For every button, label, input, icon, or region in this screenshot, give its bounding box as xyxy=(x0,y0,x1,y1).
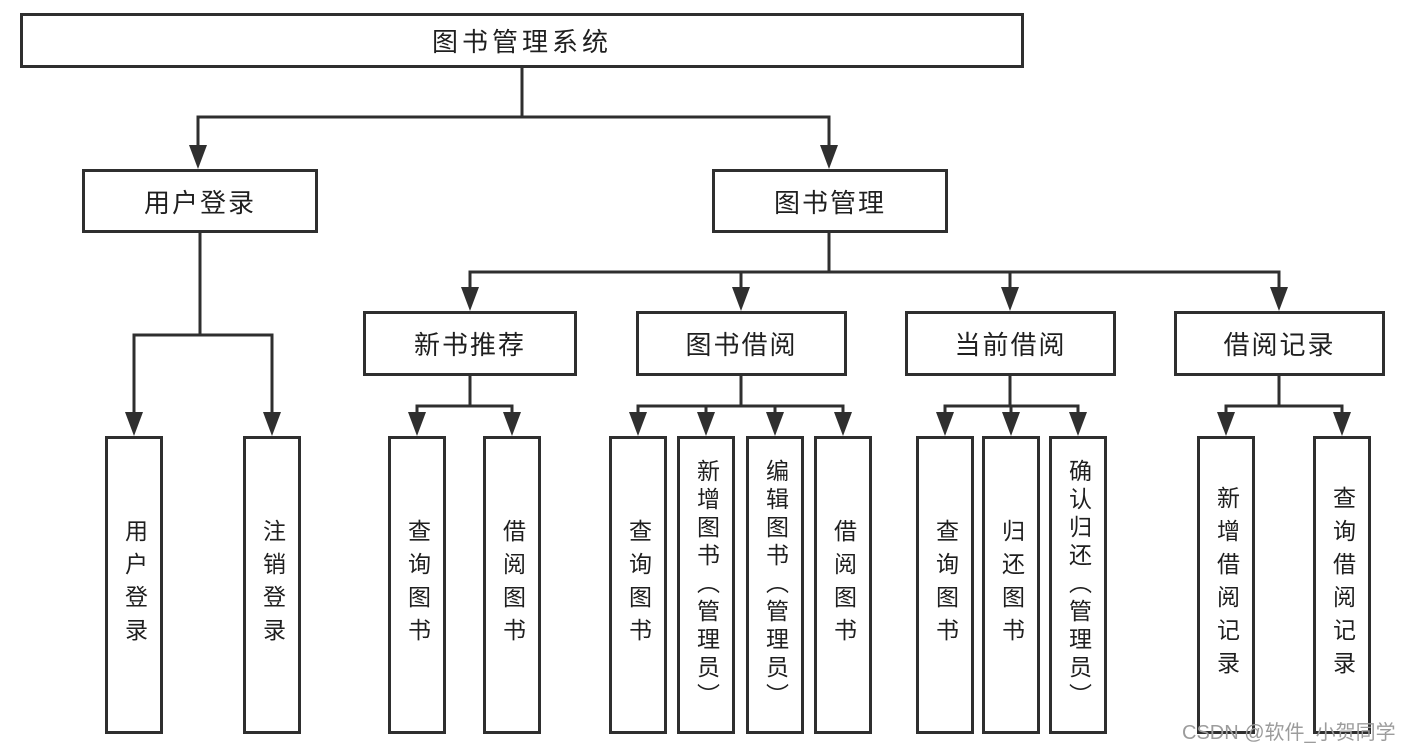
node-book-borrow-label: 图书借阅 xyxy=(685,330,798,360)
node-current-borrow-label: 当前借阅 xyxy=(954,330,1067,360)
leaf-edit-books-admin: 编辑图书（管理员） xyxy=(746,436,804,734)
leaf-borrow-books: 借阅图书 xyxy=(814,436,872,734)
leaf-user-login-label: 用户登录 xyxy=(121,519,148,651)
leaf-add-borrow-record: 新增借阅记录 xyxy=(1197,436,1255,734)
leaf-borrow-books-recommend-label: 借阅图书 xyxy=(499,519,526,651)
leaf-confirm-return-admin: 确认归还（管理员） xyxy=(1049,436,1107,734)
node-new-book-recommend-label: 新书推荐 xyxy=(413,330,526,360)
leaf-query-books-current-label: 查询图书 xyxy=(932,519,959,651)
leaf-add-books-admin: 新增图书（管理员） xyxy=(677,436,735,734)
node-root-label: 图书管理系统 xyxy=(431,27,612,57)
node-book-management: 图书管理 xyxy=(712,169,948,233)
leaf-logout: 注销登录 xyxy=(243,436,301,734)
watermark-text: CSDN @软件_小贺同学 xyxy=(1182,722,1396,744)
leaf-confirm-return-admin-label: 确认归还（管理员） xyxy=(1065,459,1092,711)
node-root-system: 图书管理系统 xyxy=(20,13,1024,68)
leaf-borrow-books-recommend: 借阅图书 xyxy=(483,436,541,734)
node-current-borrow: 当前借阅 xyxy=(905,311,1116,376)
leaf-query-books-borrow: 查询图书 xyxy=(609,436,667,734)
leaf-query-borrow-record: 查询借阅记录 xyxy=(1313,436,1371,734)
leaf-return-books: 归还图书 xyxy=(982,436,1040,734)
leaf-logout-label: 注销登录 xyxy=(259,519,286,651)
node-user-login: 用户登录 xyxy=(82,169,318,233)
leaf-query-borrow-record-label: 查询借阅记录 xyxy=(1329,486,1356,684)
node-borrow-records-label: 借阅记录 xyxy=(1223,330,1336,360)
node-borrow-records: 借阅记录 xyxy=(1174,311,1385,376)
leaf-borrow-books-label: 借阅图书 xyxy=(830,519,857,651)
leaf-return-books-label: 归还图书 xyxy=(998,519,1025,651)
node-book-borrow: 图书借阅 xyxy=(636,311,847,376)
leaf-query-books-current: 查询图书 xyxy=(916,436,974,734)
leaf-add-books-admin-label: 新增图书（管理员） xyxy=(693,459,720,711)
node-book-management-label: 图书管理 xyxy=(773,187,886,218)
leaf-query-books-borrow-label: 查询图书 xyxy=(625,519,652,651)
node-new-book-recommend: 新书推荐 xyxy=(363,311,577,376)
node-user-login-label: 用户登录 xyxy=(143,187,256,218)
leaf-add-borrow-record-label: 新增借阅记录 xyxy=(1213,486,1240,684)
arrowheads xyxy=(125,145,1351,436)
leaf-edit-books-admin-label: 编辑图书（管理员） xyxy=(762,459,789,711)
leaf-query-books-recommend: 查询图书 xyxy=(388,436,446,734)
leaf-query-books-recommend-label: 查询图书 xyxy=(404,519,431,651)
leaf-user-login: 用户登录 xyxy=(105,436,163,734)
